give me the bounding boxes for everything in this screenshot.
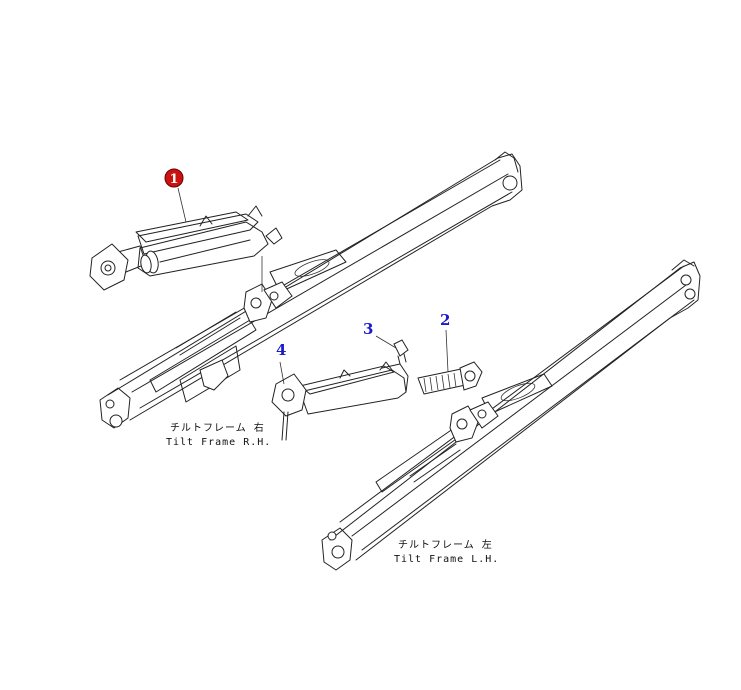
tilt-frame-rh[interactable] (99, 151, 523, 429)
label-lh-en: Tilt Frame L.H. (394, 554, 499, 565)
label-rh-jp: チルトフレーム 右 (170, 421, 265, 434)
callout-4[interactable]: 4 (276, 341, 286, 359)
callout-1-label: 1 (169, 172, 178, 187)
callout-3[interactable]: 3 (363, 320, 373, 338)
part-4-cylinder-tube[interactable] (271, 361, 409, 441)
part-3-grease-fitting[interactable] (375, 335, 409, 365)
part-2-bolt[interactable] (417, 329, 483, 395)
part-1-cylinder-assembly[interactable] (89, 187, 283, 292)
tilt-frame-lh[interactable] (321, 259, 701, 571)
callout-2[interactable]: 2 (440, 311, 450, 329)
label-lh-jp: チルトフレーム 左 (398, 538, 493, 551)
label-rh-en: Tilt Frame R.H. (166, 437, 271, 448)
callout-badge-1[interactable]: 1 (164, 168, 184, 188)
